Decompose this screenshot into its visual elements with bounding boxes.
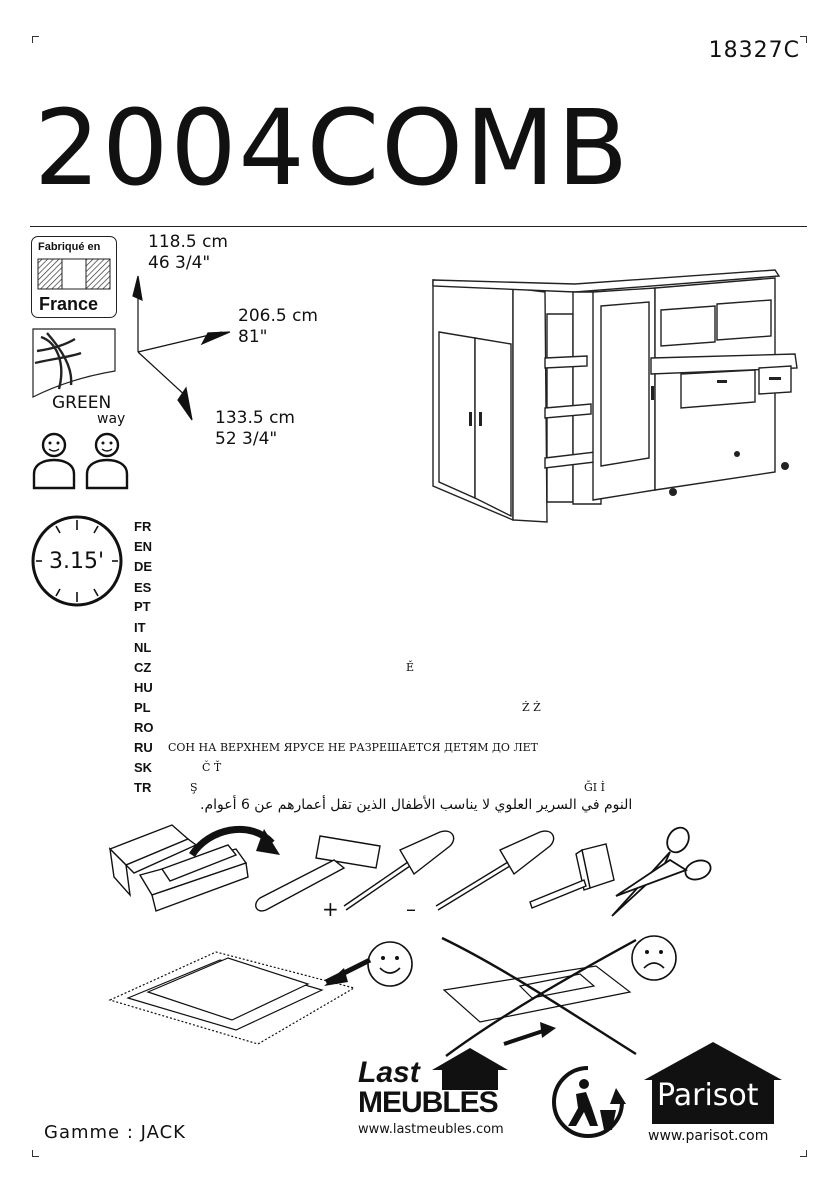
lang-code-hu: HU (134, 680, 153, 695)
happy-face-icon (367, 941, 413, 987)
scissors-icon (611, 826, 712, 917)
screwdriver-plus-icon (343, 830, 455, 911)
lang-text-tr-extra: ĞI İ (584, 781, 605, 794)
lang-code-de: DE (134, 559, 153, 574)
green-way-icon (32, 328, 116, 398)
lang-code-it: IT (134, 620, 146, 635)
minus-sign: – (406, 897, 416, 921)
screwdriver-minus-icon (435, 830, 555, 911)
lang-code-en: EN (134, 539, 153, 554)
lang-code-ru: RU (134, 740, 153, 755)
parisot-url: www.parisot.com (648, 1128, 769, 1144)
range-label: Gamme : JACK (44, 1122, 186, 1143)
height-cm: 118.5 cm (148, 232, 228, 252)
made-in-france-badge: Fabriqué en France (31, 236, 117, 318)
model-title: 2004COMB (34, 87, 631, 209)
green-label: GREEN (52, 393, 112, 413)
hammer-icon (255, 835, 381, 912)
meubles-label: MEUBLES (358, 1086, 499, 1119)
parisot-name: Parisot (657, 1078, 759, 1113)
bed-furniture-illustration (432, 269, 798, 523)
no-floor-assembly-illustration (441, 936, 637, 1057)
lang-code-fr: FR (134, 519, 152, 534)
fabrique-label: Fabriqué en (38, 241, 101, 253)
lang-code-tr: TR (134, 780, 152, 795)
recycling-icon (552, 1066, 626, 1138)
lang-text-sk: Č Ť (202, 761, 222, 774)
lang-text-ru: СОН НА ВЕРХНЕМ ЯРУСЕ НЕ РАЗРЕШАЕТСЯ ДЕТЯ… (168, 741, 538, 754)
lang-code-pl: PL (134, 700, 151, 715)
last-label: Last (358, 1056, 420, 1089)
length-dimension: 206.5 cm 81" (238, 306, 318, 348)
last-meubles-logo: Last MEUBLES (358, 1046, 518, 1126)
length-in: 81" (238, 327, 268, 347)
flag-icon (37, 258, 111, 290)
tape-measure-icon (529, 843, 615, 909)
house-icon (432, 1048, 508, 1090)
crop-mark-bottom-left (32, 1150, 39, 1157)
clock-icon (31, 515, 123, 607)
height-in: 46 3/4" (148, 253, 211, 273)
length-cm: 206.5 cm (238, 306, 318, 326)
height-dimension: 118.5 cm 46 3/4" (148, 232, 228, 274)
lang-code-nl: NL (134, 640, 152, 655)
lang-code-es: ES (134, 580, 152, 595)
country-label: France (39, 294, 99, 314)
sad-face-icon (631, 935, 677, 981)
crop-mark-top-left (32, 36, 39, 43)
crop-mark-bottom-right (800, 1150, 807, 1157)
way-label: way (97, 411, 126, 427)
lang-text-tr: Ş (190, 781, 198, 794)
lang-code-sk: SK (134, 760, 153, 775)
crop-mark-top-right (800, 36, 807, 43)
plus-sign: + (322, 897, 339, 921)
depth-cm: 133.5 cm (215, 408, 295, 428)
lang-code-pt: PT (134, 599, 151, 614)
assembly-time: 3.15' (49, 549, 105, 574)
parisot-logo-icon (644, 1042, 782, 1124)
header-divider (30, 226, 807, 227)
lang-code-ro: RO (134, 720, 154, 735)
depth-in: 52 3/4" (215, 429, 278, 449)
last-meubles-url: www.lastmeubles.com (358, 1122, 504, 1137)
lang-text-pl: Ż Ż (522, 701, 541, 714)
lang-code-cz: CZ (134, 660, 152, 675)
arabic-warning: النوم في السرير العلوي لا يناسب الأطفال … (200, 797, 633, 813)
document-code: 18327C (708, 38, 800, 63)
two-persons-icon (32, 432, 129, 490)
dimension-axes-icon (132, 275, 231, 421)
assemble-on-rug-illustration (108, 951, 372, 1045)
depth-dimension: 133.5 cm 52 3/4" (215, 408, 295, 450)
lang-text-cz: Ě (406, 661, 415, 674)
toolbox-icon (108, 824, 280, 912)
